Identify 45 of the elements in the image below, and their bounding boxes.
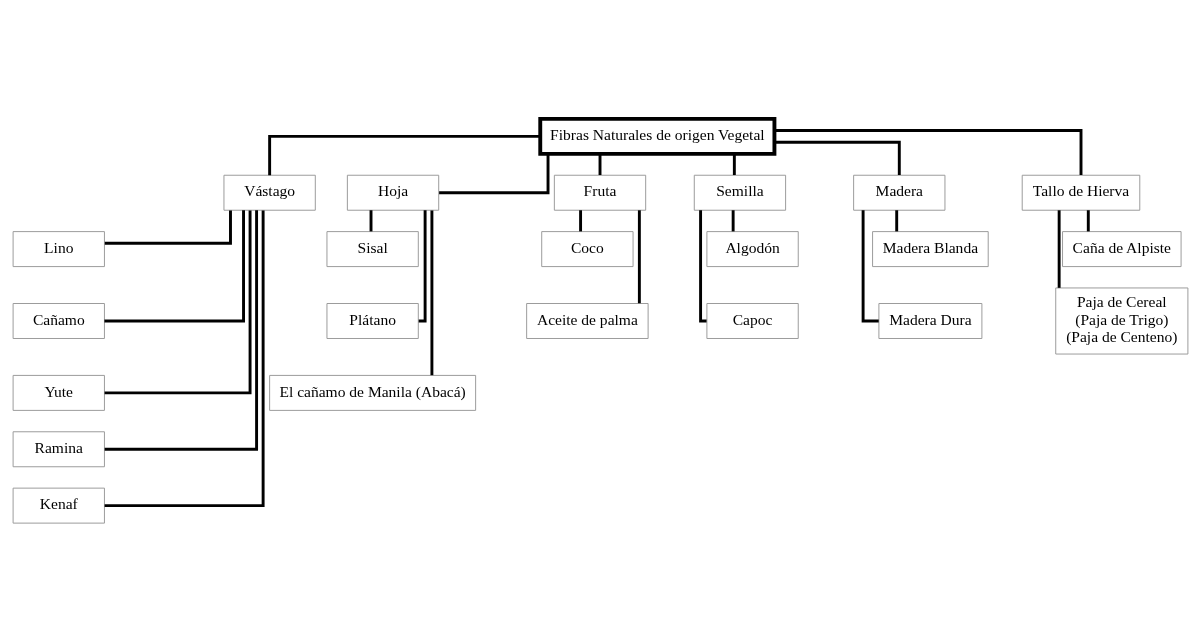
connector bbox=[699, 209, 707, 322]
connector bbox=[1057, 209, 1061, 288]
node-box: Paja de Cereal (Paja de Trigo) (Paja de Centeno) bbox=[1055, 286, 1189, 355]
node-box: Lino bbox=[12, 230, 105, 267]
connector bbox=[418, 209, 427, 322]
connector bbox=[104, 209, 232, 245]
node-box: Vástago bbox=[223, 174, 316, 211]
node-box: Fibras Naturales de origen Vegetal bbox=[538, 116, 777, 156]
node-box: Kenaf bbox=[12, 487, 105, 524]
node-box: Cañamo bbox=[12, 302, 105, 339]
connector bbox=[104, 209, 265, 507]
node-box: Aceite de palma bbox=[526, 302, 649, 339]
node-box: Capoc bbox=[706, 302, 799, 339]
node-box: Yute bbox=[12, 374, 105, 411]
connector bbox=[430, 210, 434, 375]
node-box: Madera Blanda bbox=[872, 230, 989, 267]
node-box: Ramina bbox=[12, 430, 105, 467]
connector bbox=[104, 209, 245, 322]
connector bbox=[104, 210, 252, 394]
connector bbox=[598, 153, 602, 175]
connector bbox=[268, 134, 541, 175]
node-box: Semilla bbox=[693, 174, 787, 211]
node-box: Tallo de Hierva bbox=[1021, 174, 1141, 211]
node-box: Fruta bbox=[553, 174, 647, 211]
node-box: Madera Dura bbox=[878, 302, 983, 339]
node-box: Madera bbox=[853, 174, 946, 211]
connector bbox=[774, 140, 901, 175]
connector bbox=[732, 153, 736, 175]
node-box: Sisal bbox=[326, 230, 419, 267]
node-box: El cañamo de Manila (Abacá) bbox=[269, 374, 477, 411]
connector bbox=[637, 209, 641, 303]
connector bbox=[731, 209, 735, 231]
connector bbox=[369, 209, 373, 231]
node-box: Coco bbox=[541, 230, 634, 267]
connector bbox=[1086, 209, 1090, 231]
node-box: Plátano bbox=[326, 302, 419, 339]
connector bbox=[439, 153, 550, 194]
node-box: Algodón bbox=[706, 230, 799, 267]
connector bbox=[579, 209, 583, 231]
connector bbox=[861, 209, 879, 322]
connector bbox=[774, 128, 1083, 175]
connector bbox=[895, 209, 899, 231]
connector bbox=[104, 209, 259, 451]
node-box: Hoja bbox=[346, 174, 440, 211]
node-box: Caña de Alpiste bbox=[1062, 230, 1182, 267]
